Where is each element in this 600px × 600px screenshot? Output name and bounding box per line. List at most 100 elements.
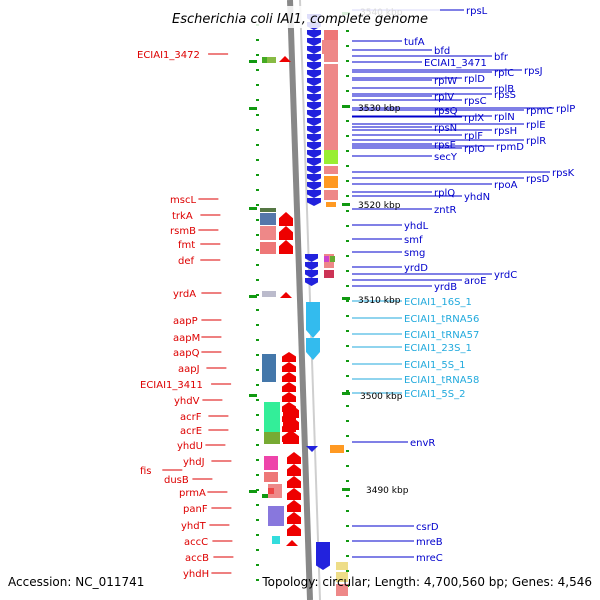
tick-mark — [256, 399, 259, 401]
tick-mark — [256, 39, 259, 41]
gene-label-right: rpsN — [434, 123, 457, 134]
gene-label-right: smf — [404, 235, 423, 246]
gene-label-right: ECIAI1_tRNA57 — [404, 330, 479, 341]
gene-label-right: ECIAI1_23S_1 — [404, 343, 472, 354]
gene-arrow-forward — [279, 240, 293, 254]
gene-arrow-forward — [282, 372, 296, 382]
gene-label-left: ECIAI1_3472 — [137, 50, 200, 61]
tick-mark — [256, 174, 259, 176]
tick-mark — [256, 159, 259, 161]
gene-arrow-forward — [279, 226, 293, 240]
feature-blocks — [260, 30, 348, 596]
gene-arrow-reverse — [307, 142, 321, 150]
gene-label-left: accB — [185, 553, 209, 564]
scale-label: 3490 kbp — [366, 486, 409, 496]
tick-mark — [256, 384, 259, 386]
tick-mark — [346, 345, 349, 347]
major-tick — [249, 394, 257, 397]
map-title: Escherichia coli IAI1, complete genome — [172, 12, 428, 27]
tick-mark — [346, 525, 349, 527]
gene-arrow-reverse — [307, 102, 321, 110]
tick-mark — [256, 339, 259, 341]
accession-text: Accession: NC_011741 — [8, 575, 144, 589]
tick-mark — [346, 450, 349, 452]
gene-arrow-forward — [287, 524, 301, 536]
gene-label-right: rpsH — [494, 126, 517, 137]
gene-arrow-forward — [283, 404, 299, 418]
gene-label-right: rplN — [494, 112, 515, 123]
gene-label-right: yrdC — [494, 270, 517, 281]
feature-block — [268, 484, 282, 498]
tick-mark — [346, 390, 349, 392]
feature-block — [264, 472, 278, 482]
tick-mark — [256, 144, 259, 146]
tick-mark — [346, 540, 349, 542]
gene-label-right: ECIAI1_3471 — [424, 58, 487, 69]
gene-label-right: rpsS — [494, 90, 516, 101]
feature-block — [262, 494, 268, 498]
tick-mark — [346, 120, 349, 122]
gene-label-left: aapJ — [178, 364, 200, 375]
gene-label-right: csrD — [416, 522, 439, 533]
gene-label-right: yhdL — [404, 221, 429, 232]
tick-mark — [346, 165, 349, 167]
tick-mark — [256, 114, 259, 116]
gene-arrow-reverse — [316, 542, 330, 560]
gene-arrow-forward — [282, 382, 296, 392]
gene-label-right: rplF — [464, 131, 483, 142]
tick-mark — [346, 285, 349, 287]
gene-label-right: rplB — [494, 84, 514, 95]
gene-label-right: rplR — [526, 136, 546, 147]
tick-mark — [256, 54, 259, 56]
gene-label-left: fmt — [178, 240, 195, 251]
tick-mark — [256, 249, 259, 251]
genome-backbone-shadow — [299, 0, 321, 600]
gene-label-left: aapM — [173, 333, 200, 344]
feature-block — [262, 291, 276, 297]
gene-arrow-reverse — [305, 278, 318, 286]
gene-label-left: yhdV — [174, 396, 200, 407]
gene-arrow-reverse — [307, 38, 321, 46]
left-tick-column — [249, 24, 259, 581]
gene-label-right: bfd — [434, 46, 450, 57]
gene-label-right: bfr — [494, 52, 509, 63]
gene-arrow-reverse — [307, 174, 321, 182]
tick-mark — [256, 534, 259, 536]
gene-arrow-forward — [280, 292, 292, 298]
gene-arrow-reverse — [306, 446, 318, 452]
title-backdrop — [160, 6, 440, 28]
feature-block — [260, 208, 276, 212]
gene-label-right: rpmD — [496, 142, 524, 153]
tick-mark — [346, 405, 349, 407]
major-tick — [342, 392, 350, 395]
major-tick — [249, 207, 257, 210]
tick-mark — [346, 495, 349, 497]
gene-label-left: trkA — [172, 211, 193, 222]
gene-arrow-reverse — [307, 182, 321, 190]
tick-mark — [346, 150, 349, 152]
major-tick — [342, 105, 350, 108]
gene-label-left: yhdJ — [183, 457, 205, 468]
gene-label-right: rpsJ — [524, 66, 543, 77]
feature-block — [260, 213, 276, 225]
gene-label-right: rpmC — [526, 106, 553, 117]
gene-label-right: rpsC — [464, 96, 487, 107]
gene-arrow-forward — [287, 500, 301, 512]
gene-arrow-reverse — [307, 62, 321, 70]
gene-arrow-reverse — [305, 262, 318, 270]
gene-label-right: rplC — [494, 68, 514, 79]
feature-block — [324, 270, 334, 278]
scale-label: 3520 kbp — [358, 201, 401, 211]
tick-mark — [346, 30, 349, 32]
gene-arrow-reverse — [307, 54, 321, 62]
feature-block — [260, 226, 276, 240]
gene-arrow-forward — [279, 212, 293, 226]
feature-block — [272, 536, 280, 544]
feature-block — [264, 432, 280, 444]
gene-label-left: aapQ — [173, 348, 200, 359]
gene-label-right: yrdD — [404, 263, 428, 274]
tick-mark — [346, 480, 349, 482]
gene-arrow-reverse — [307, 30, 321, 38]
tick-mark — [346, 60, 349, 62]
